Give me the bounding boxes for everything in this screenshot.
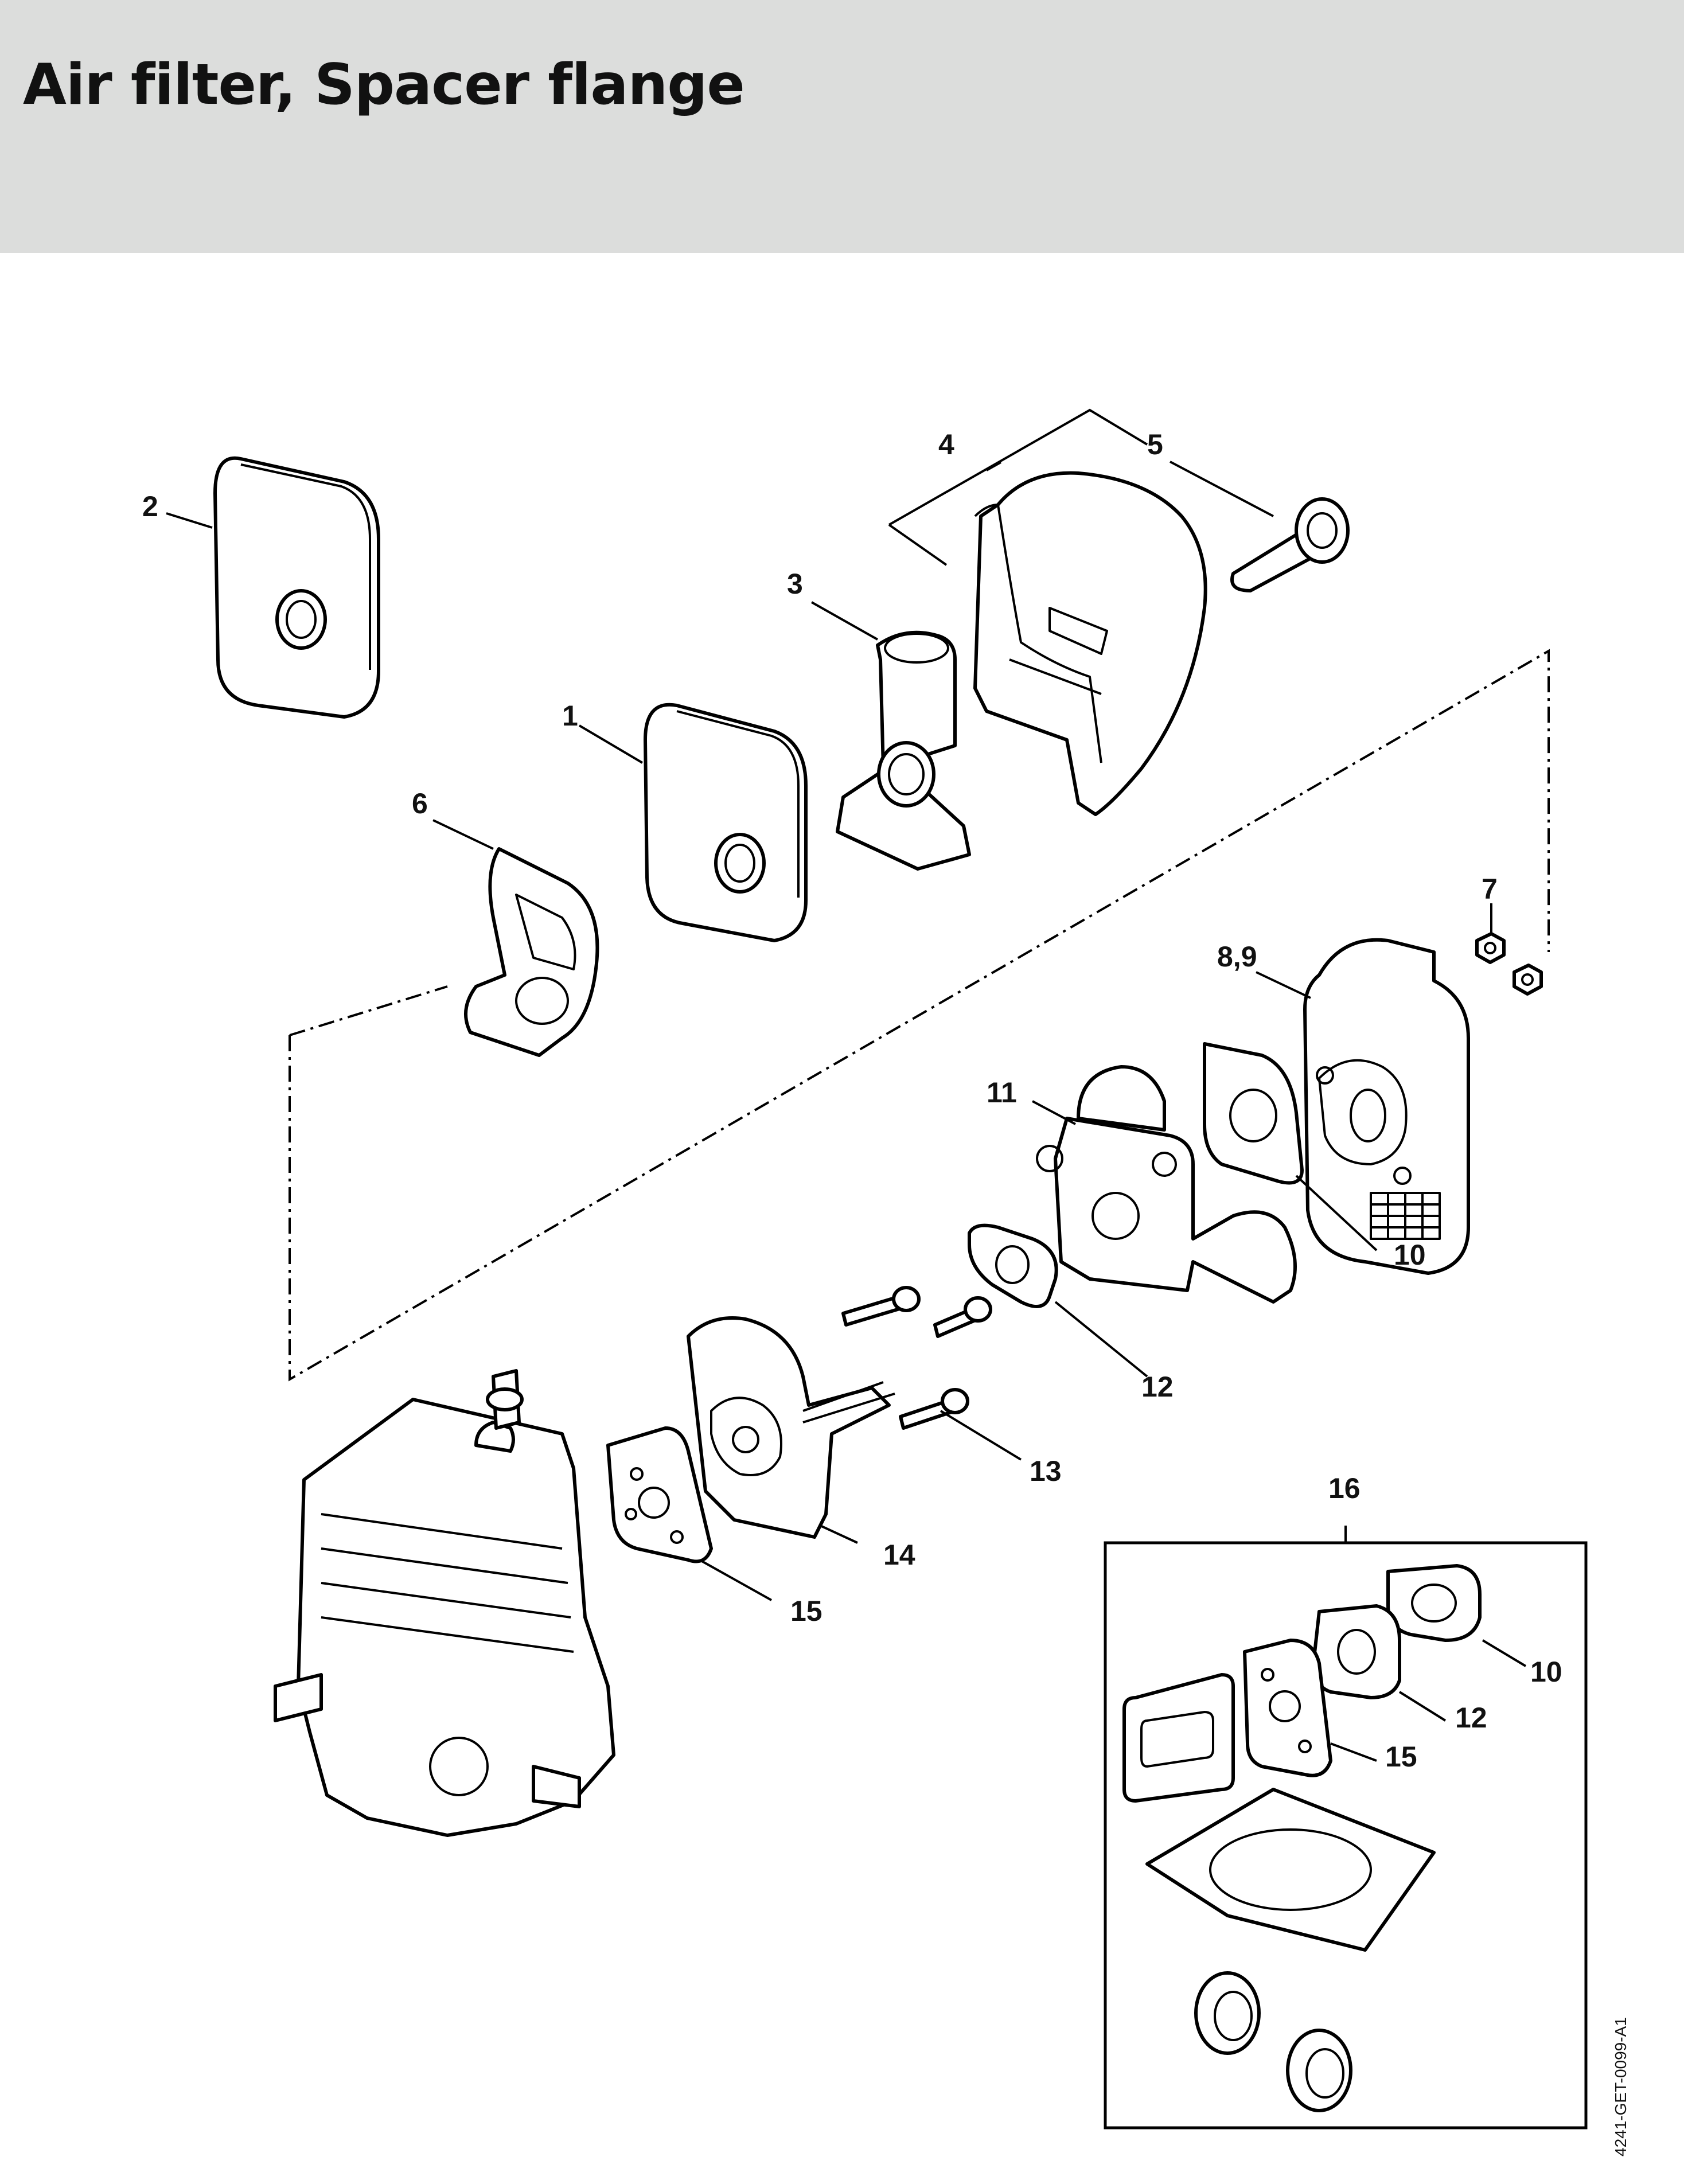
diagram-reference-code: 4241-GET-0099-A1: [1612, 2017, 1630, 2156]
callout-12: 12: [1141, 1371, 1174, 1403]
callout-4: 4: [938, 428, 954, 461]
kit-callout-12: 12: [1455, 1702, 1487, 1734]
part-15-gasket: [606, 1426, 713, 1563]
exploded-parts-diagram: 2 1 3 4 5 6 7 8,9 11 10 12 13 14 15 16 1…: [142, 408, 1630, 2156]
leader-lines: [166, 408, 1492, 1601]
page-header: Air filter, Spacer flange: [0, 0, 1684, 253]
callout-10: 10: [1394, 1239, 1426, 1271]
assembly-lines: [289, 649, 1550, 1382]
callout-3: 3: [787, 568, 803, 600]
part-12-gasket: [968, 1223, 1058, 1308]
part-13-screws: [841, 1286, 992, 1430]
callout-13: 13: [1030, 1455, 1062, 1487]
callout-15: 15: [790, 1595, 822, 1627]
page-title: Air filter, Spacer flange: [23, 52, 745, 118]
callout-2: 2: [142, 490, 158, 522]
part-14-spacer-flange: [687, 1316, 895, 1539]
part-1-filter-pad: [644, 703, 808, 942]
part-8-9-carburetor-box: [1303, 938, 1470, 1275]
kit-callout-10: 10: [1530, 1656, 1562, 1688]
part-2-filter-pad: [213, 456, 380, 719]
part-6-baseplate: [464, 847, 599, 1057]
callout-1: 1: [562, 700, 578, 732]
callout-labels: 2 1 3 4 5 6 7 8,9 11 10 12 13 14 15 16 1…: [142, 428, 1562, 1773]
callout-5: 5: [1147, 428, 1163, 461]
callout-7: 7: [1482, 873, 1498, 905]
callout-14: 14: [883, 1539, 915, 1571]
engine-cylinder: [274, 1369, 615, 1837]
part-11-carburetor: [1036, 1065, 1297, 1304]
callout-16: 16: [1328, 1472, 1361, 1504]
part-5-knob: [1230, 497, 1350, 592]
kit-callout-15: 15: [1385, 1741, 1417, 1773]
part-3-intake-elbow: [836, 630, 971, 871]
callout-11: 11: [987, 1077, 1017, 1109]
part-10-gasket: [1203, 1042, 1304, 1185]
part-4-filter-cover: [973, 471, 1207, 816]
callout-8-9: 8,9: [1217, 941, 1257, 973]
callout-6: 6: [412, 787, 428, 820]
kit-16-gasket-set: [1104, 1526, 1588, 2130]
part-7-nuts: [1475, 932, 1543, 996]
